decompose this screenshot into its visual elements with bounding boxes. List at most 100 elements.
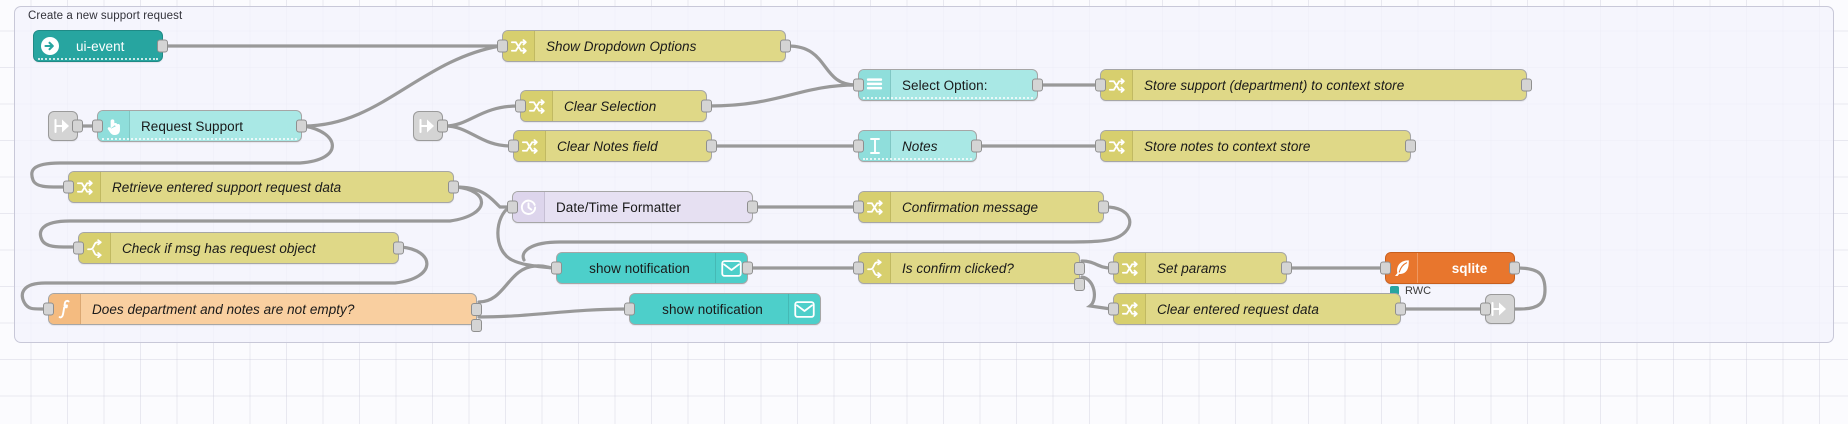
- node-store-support-to-context[interactable]: Store support (department) to context st…: [1095, 69, 1532, 101]
- node-show-dropdown-options[interactable]: Show Dropdown Options: [497, 30, 791, 62]
- node-label: Is confirm clicked?: [902, 260, 1014, 276]
- output-port-2[interactable]: [471, 319, 482, 332]
- node-check-msg-has-request[interactable]: Check if msg has request object: [73, 232, 404, 264]
- input-port[interactable]: [73, 241, 84, 255]
- envelope-icon: [715, 253, 747, 283]
- input-port[interactable]: [1380, 261, 1391, 275]
- output-port-1[interactable]: [1074, 262, 1085, 275]
- node-label: Retrieve entered support request data: [112, 179, 342, 195]
- node-label: Check if msg has request object: [122, 240, 316, 256]
- link-out-node-1[interactable]: [1480, 294, 1515, 324]
- node-retrieve-entered-data[interactable]: Retrieve entered support request data: [63, 171, 459, 203]
- input-port[interactable]: [507, 200, 518, 214]
- input-port[interactable]: [1480, 302, 1491, 316]
- output-port[interactable]: [437, 119, 448, 133]
- output-port[interactable]: [448, 180, 459, 194]
- change-icon: [1101, 70, 1133, 100]
- input-port[interactable]: [92, 119, 103, 133]
- node-label: Store notes to context store: [1144, 138, 1311, 154]
- output-port[interactable]: [701, 99, 712, 113]
- output-port[interactable]: [1509, 261, 1520, 275]
- node-clear-selection[interactable]: Clear Selection: [515, 90, 712, 122]
- input-port[interactable]: [43, 302, 54, 316]
- node-label: Clear Notes field: [557, 138, 658, 154]
- input-port[interactable]: [853, 200, 864, 214]
- output-port[interactable]: [1395, 302, 1406, 316]
- input-port[interactable]: [1095, 139, 1106, 153]
- node-does-department-notes-not-empty[interactable]: Does department and notes are not empty?: [43, 293, 482, 332]
- output-port[interactable]: [72, 119, 83, 133]
- output-port[interactable]: [1521, 78, 1532, 92]
- output-port[interactable]: [1098, 200, 1109, 214]
- node-show-notification-1[interactable]: show notification: [551, 252, 753, 284]
- node-label: Confirmation message: [902, 199, 1039, 215]
- node-show-notification-2[interactable]: show notification: [624, 293, 821, 325]
- change-icon: [1114, 253, 1146, 283]
- output-port[interactable]: [780, 39, 791, 53]
- output-port-2[interactable]: [1074, 278, 1085, 291]
- feather-icon: [1386, 253, 1418, 283]
- node-label: ui-event: [76, 38, 125, 54]
- change-icon: [514, 131, 546, 161]
- output-port[interactable]: [296, 119, 307, 133]
- output-port[interactable]: [157, 39, 168, 53]
- node-label: show notification: [662, 301, 763, 317]
- node-label: Request Support: [141, 118, 244, 134]
- input-port[interactable]: [497, 39, 508, 53]
- change-icon: [521, 91, 553, 121]
- node-label: Clear entered request data: [1157, 301, 1319, 317]
- output-port[interactable]: [742, 261, 753, 275]
- node-clear-entered-request-data[interactable]: Clear entered request data: [1108, 293, 1406, 325]
- node-clear-notes-field[interactable]: Clear Notes field: [508, 130, 717, 162]
- node-label: Store support (department) to context st…: [1144, 77, 1405, 93]
- node-label: Select Option:: [902, 77, 988, 93]
- input-port[interactable]: [853, 139, 864, 153]
- switch-icon: [79, 233, 111, 263]
- node-label: Clear Selection: [564, 98, 657, 114]
- output-port[interactable]: [706, 139, 717, 153]
- output-port-1[interactable]: [471, 303, 482, 316]
- clock-icon: [513, 192, 545, 222]
- node-datetime-formatter[interactable]: Date/Time Formatter: [507, 191, 758, 223]
- input-port[interactable]: [853, 261, 864, 275]
- link-out-icon: [1491, 302, 1506, 316]
- link-in-node-1[interactable]: [48, 111, 83, 141]
- output-port[interactable]: [1405, 139, 1416, 153]
- node-label: show notification: [589, 260, 690, 276]
- node-label: Set params: [1157, 260, 1227, 276]
- node-request-support[interactable]: Request Support: [92, 110, 307, 142]
- node-select-option[interactable]: Select Option:: [853, 69, 1043, 101]
- flow-group-label: Create a new support request: [28, 10, 183, 22]
- input-port[interactable]: [1108, 261, 1119, 275]
- node-label: Date/Time Formatter: [556, 199, 681, 215]
- input-port[interactable]: [624, 302, 635, 316]
- input-port[interactable]: [63, 180, 74, 194]
- input-port[interactable]: [853, 78, 864, 92]
- change-icon: [859, 192, 891, 222]
- node-is-confirm-clicked[interactable]: Is confirm clicked?: [853, 252, 1085, 291]
- node-label: sqlite: [1451, 260, 1488, 276]
- output-port[interactable]: [393, 241, 404, 255]
- function-icon: [49, 294, 81, 324]
- node-store-notes-to-context[interactable]: Store notes to context store: [1095, 130, 1416, 162]
- output-port[interactable]: [747, 200, 758, 214]
- input-port[interactable]: [508, 139, 519, 153]
- node-confirmation-message[interactable]: Confirmation message: [853, 191, 1109, 223]
- node-sqlite[interactable]: sqlite: [1380, 252, 1520, 284]
- link-in-icon: [419, 119, 434, 133]
- node-notes[interactable]: Notes: [853, 130, 982, 162]
- input-port[interactable]: [515, 99, 526, 113]
- input-port[interactable]: [551, 261, 562, 275]
- link-in-node-2[interactable]: [413, 111, 448, 141]
- change-icon: [1114, 294, 1146, 324]
- output-port[interactable]: [971, 139, 982, 153]
- arrow-right-circle-icon: [34, 31, 65, 61]
- output-port[interactable]: [1281, 261, 1292, 275]
- node-ui-event[interactable]: ui-event: [33, 30, 168, 62]
- input-port[interactable]: [1095, 78, 1106, 92]
- node-set-params[interactable]: Set params: [1108, 252, 1292, 284]
- input-port[interactable]: [1108, 302, 1119, 316]
- output-port[interactable]: [1032, 78, 1043, 92]
- sqlite-status-dot: [1390, 286, 1399, 295]
